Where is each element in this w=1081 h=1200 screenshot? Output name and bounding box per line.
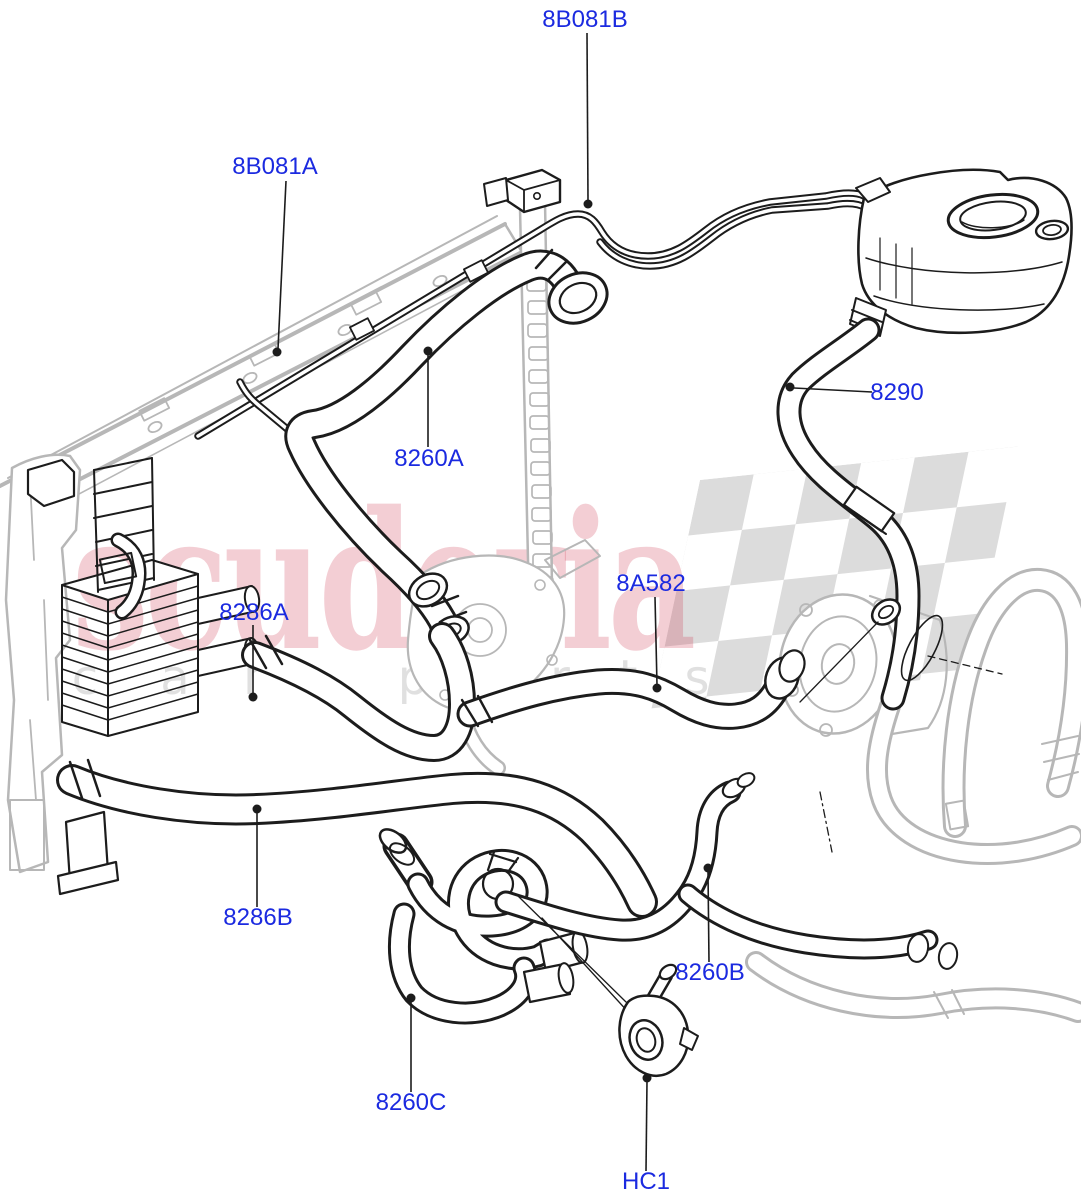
part-label-8286B: 8286B bbox=[223, 904, 292, 931]
part-label-8286A: 8286A bbox=[219, 599, 288, 626]
leader-dot-8B081A bbox=[272, 347, 282, 357]
watermark: scuderia carparts bbox=[72, 446, 1019, 709]
part-label-8290: 8290 bbox=[870, 379, 923, 406]
water-pump bbox=[778, 593, 948, 738]
engine-oil-cooler bbox=[56, 457, 261, 896]
ghost-hoses-right bbox=[756, 580, 1079, 1018]
leader-dot-8260C bbox=[406, 993, 416, 1003]
leader-dot-8286A bbox=[248, 692, 258, 702]
tank-filler-cap bbox=[946, 192, 1040, 240]
watermark-letter: c bbox=[72, 650, 98, 706]
heater-control-valve-HC1 bbox=[517, 791, 833, 1077]
radiator-brackets bbox=[26, 168, 562, 508]
fan-shroud-bracket bbox=[4, 453, 82, 874]
expansion-tank-hose-8290 bbox=[789, 330, 908, 698]
part-label-8A582: 8A582 bbox=[616, 570, 685, 597]
leader-dot-8286B bbox=[252, 804, 262, 814]
leader-line-8B081B bbox=[586, 32, 589, 201]
heater-hose-8260B bbox=[506, 772, 959, 970]
watermark-brand-text: scuderia bbox=[72, 470, 693, 693]
part-label-HC1: HC1 bbox=[622, 1168, 670, 1195]
checkered-flag-watermark bbox=[651, 446, 1019, 709]
part-label-8B081B: 8B081B bbox=[542, 6, 627, 33]
expansion-tank bbox=[849, 168, 1073, 337]
part-label-8260B: 8260B bbox=[675, 959, 744, 986]
leader-dot-HC1 bbox=[642, 1073, 652, 1083]
mounting-foot bbox=[56, 810, 120, 896]
leader-line-8A582 bbox=[654, 596, 658, 686]
watermark-letter: a bbox=[160, 650, 189, 706]
tank-small-cap bbox=[1034, 219, 1070, 241]
lower-hose-8286B bbox=[70, 758, 642, 902]
leader-dot-8A582 bbox=[652, 683, 662, 693]
pump-seal-details bbox=[799, 598, 1003, 703]
part-label-layer: 8B081B 8B081A 8260A 8290 8286A 8A582 8286B 8260… bbox=[219, 6, 923, 1195]
pump-hose-8A582 bbox=[462, 649, 806, 726]
leader-dot-8B081B bbox=[583, 199, 593, 209]
label-leader-layer bbox=[248, 32, 873, 1172]
leader-line-8290 bbox=[793, 387, 873, 393]
leader-dot-8260B bbox=[703, 863, 713, 873]
part-label-8260C: 8260C bbox=[376, 1089, 447, 1116]
upper-hose-8260A bbox=[299, 248, 609, 634]
leader-dot-8290 bbox=[785, 382, 795, 392]
o-ring-seal bbox=[870, 598, 902, 626]
gasket-loop bbox=[900, 614, 944, 682]
leader-line-HC1 bbox=[645, 1080, 648, 1172]
part-label-8260A: 8260A bbox=[394, 445, 463, 472]
leader-dot-8260A bbox=[423, 346, 433, 356]
part-label-8B081A: 8B081A bbox=[232, 153, 317, 180]
leader-line-8260B bbox=[707, 870, 710, 963]
leader-line-8B081A bbox=[277, 180, 287, 350]
